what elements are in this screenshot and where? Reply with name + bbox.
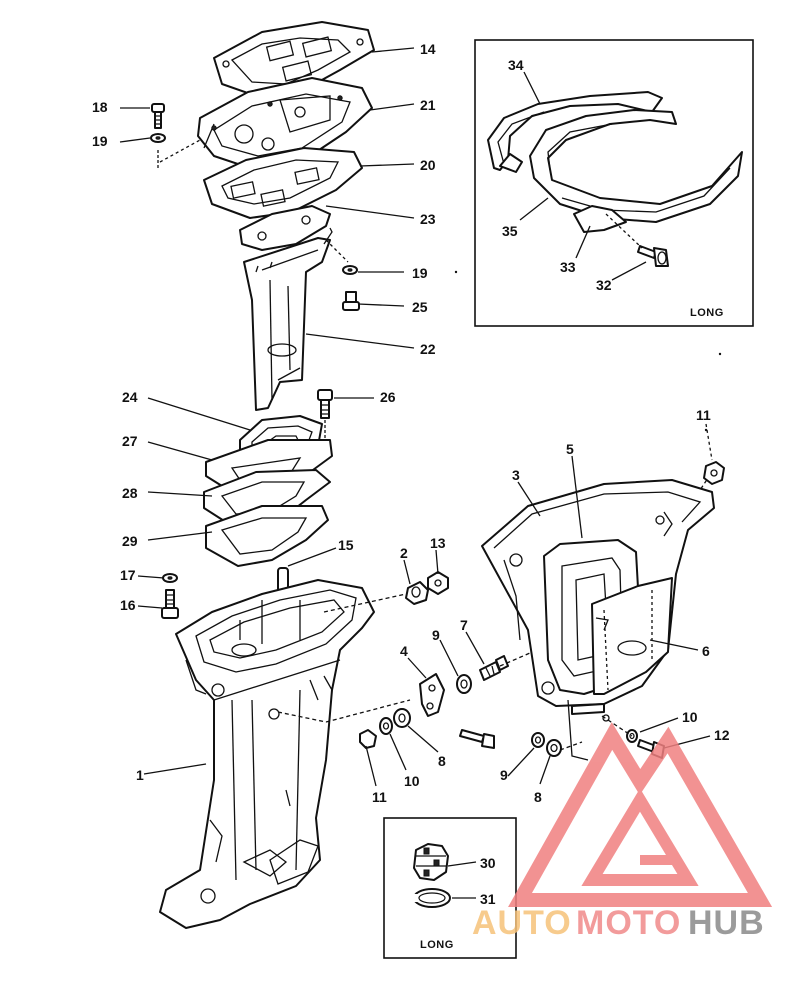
watermark-text-hub: HUB [688,904,765,942]
callout-28: 28 [122,485,138,501]
callout-5: 5 [566,441,574,457]
callout-35: 35 [502,223,518,239]
bolt-long [459,729,495,749]
callout-9-upper: 9 [432,627,440,643]
callout-8-left: 8 [438,753,446,769]
watermark-text-auto: AUTO [472,904,572,942]
inset-bottom: LONG [383,817,517,959]
washer-9a [456,674,472,694]
nut-11a [359,729,377,749]
plate-29 [205,505,329,567]
driveshaft-housing-1 [159,579,375,929]
automotohub-watermark: AUTO MOTO HUB [472,722,773,942]
washer-9b [531,732,545,748]
watermark-text-moto: MOTO [576,904,681,942]
callout-26: 26 [380,389,396,405]
callout-4: 4 [400,643,408,659]
callout-32: 32 [596,277,612,293]
callout-22: 22 [420,341,436,357]
callout-11-lower: 11 [372,789,387,805]
gasket-14 [213,21,375,99]
nut-13 [427,571,449,595]
callout-30: 30 [480,855,496,871]
callout-14: 14 [420,41,436,57]
callout-16: 16 [120,597,136,613]
callout-7: 7 [460,617,468,633]
washer-19-lower [325,239,358,275]
callout-9-lower: 9 [500,767,508,783]
callout-10-left: 10 [404,773,420,789]
callout-3: 3 [512,467,520,483]
callout-10-right: 10 [682,709,698,725]
bracket-4 [419,673,445,717]
plate-6 [591,577,673,695]
gasket-28 [203,469,331,527]
washer-17 [162,573,178,583]
inset-top-note: LONG [690,307,724,319]
front-panel [567,699,610,761]
callout-17: 17 [120,567,136,583]
bracket-33 [573,205,627,233]
callout-15: 15 [338,537,354,553]
screw-18 [151,103,165,129]
callout-12: 12 [714,727,730,743]
screw-25 [342,291,360,311]
adapter-plate-21 [197,77,373,171]
callout-11-upper: 11 [696,407,711,423]
nut-30 [413,843,449,881]
screw-32 [637,245,669,267]
callout-21: 21 [420,97,436,113]
screw-16 [161,589,179,619]
washer-10a [379,717,393,735]
callout-1: 1 [136,767,144,783]
callout-2: 2 [400,545,408,561]
callout-24: 24 [122,389,138,405]
gasket-20 [203,147,363,219]
inset-top: LONG [474,39,754,327]
fitting-2 [405,581,429,605]
callout-29: 29 [122,533,138,549]
retaining-ring-31 [412,888,451,908]
callout-27: 27 [122,433,138,449]
screw-7 [479,655,509,681]
callout-19-upper: 19 [92,133,108,149]
callout-20: 20 [420,157,436,173]
washer-19-upper [150,133,201,168]
callout-labels: 14 18 21 19 20 23 19 25 22 24 26 27 28 2… [92,41,730,907]
callout-18: 18 [92,99,108,115]
callout-23: 23 [420,211,436,227]
callout-33: 33 [560,259,576,275]
callout-8-right: 8 [534,789,542,805]
callout-34: 34 [508,57,524,73]
callout-31: 31 [480,891,496,907]
watermark-logo [508,722,773,907]
callout-19-lower: 19 [412,265,428,281]
spacer-8a [393,708,411,728]
callout-6: 6 [702,643,710,659]
spacer-8b [546,739,562,757]
screw-26 [317,389,333,440]
nut-11b [703,461,725,485]
band-35 [529,109,743,223]
gasket-23 [239,205,331,251]
inset-bottom-note: LONG [420,939,454,951]
callout-13: 13 [430,535,446,551]
callout-25: 25 [412,299,428,315]
exhaust-tube-22 [243,227,333,411]
